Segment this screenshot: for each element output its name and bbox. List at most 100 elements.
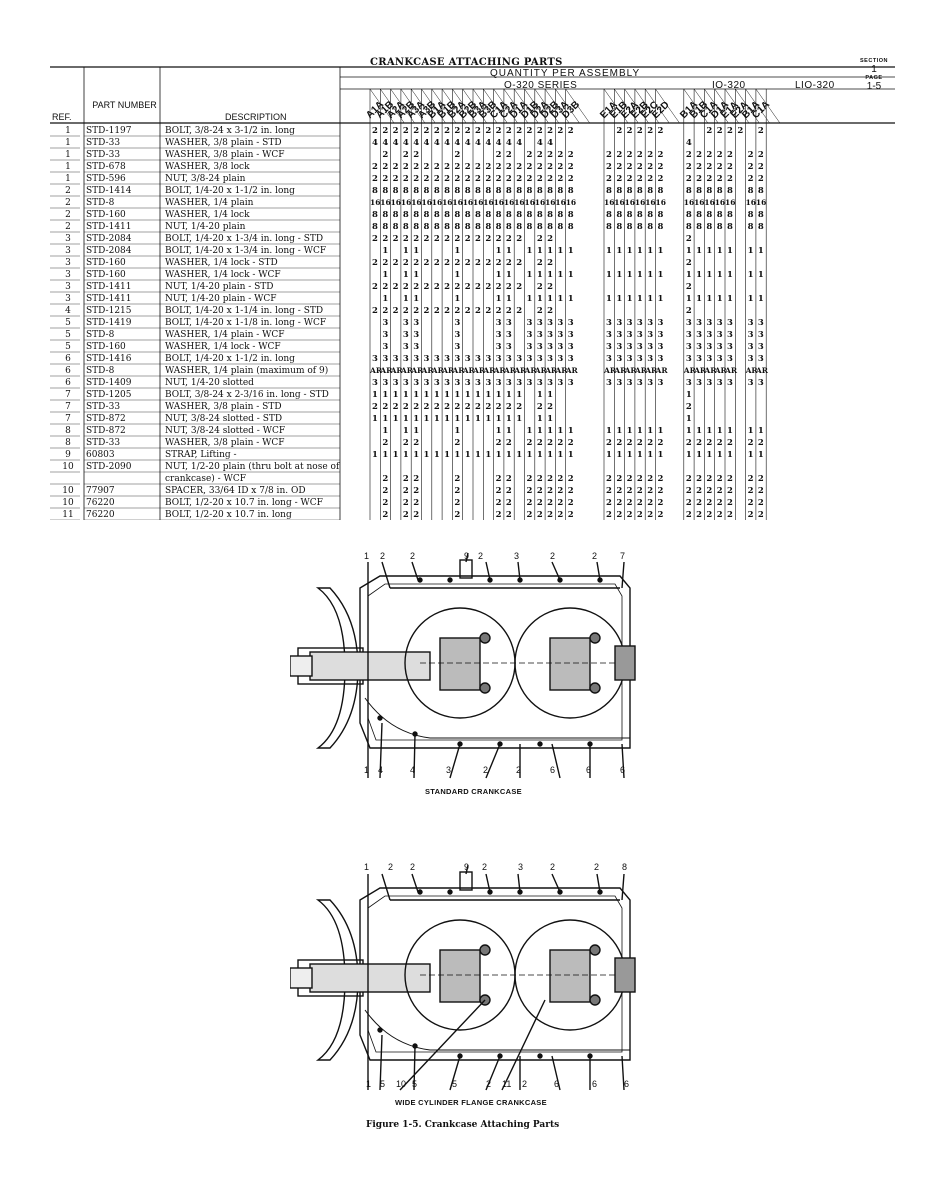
quantity-cell: 2: [372, 258, 378, 268]
ref-cell: 1: [65, 138, 71, 148]
quantity-cell: 8: [547, 222, 554, 232]
grid-line: [544, 88, 570, 124]
quantity-cell: 2: [716, 126, 723, 136]
quantity-cell: 1: [526, 450, 533, 460]
quantity-cell: 1: [372, 450, 378, 460]
quantity-cell: 2: [516, 282, 523, 292]
quantity-cell: 2: [626, 174, 633, 184]
description-cell: BOLT, 3/8-24 x 3-1/2 in. long: [165, 126, 295, 136]
quantity-cell: 3: [647, 354, 654, 364]
quantity-cell: 1: [626, 270, 633, 280]
quantity-cell: 2: [547, 306, 554, 316]
quantity-cell: 2: [526, 126, 533, 136]
quantity-cell: 8: [516, 186, 523, 196]
quantity-cell: 8: [716, 186, 723, 196]
quantity-cell: 16: [431, 198, 443, 207]
quantity-cell: 3: [567, 354, 574, 364]
quantity-cell: 2: [636, 126, 643, 136]
callout-number: 3: [514, 551, 520, 561]
quantity-cell: 1: [616, 246, 623, 256]
quantity-cell: 3: [402, 330, 409, 340]
quantity-cell: 2: [495, 282, 502, 292]
quantity-cell: 4: [464, 138, 471, 148]
grid-line: [655, 88, 680, 124]
quantity-cell: 3: [536, 318, 543, 328]
quantity-cell: 1: [526, 246, 533, 256]
quantity-cell: 3: [606, 342, 612, 352]
quantity-cell: 2: [485, 258, 492, 268]
quantity-cell: 2: [392, 306, 399, 316]
quantity-cell: 1: [557, 426, 564, 436]
callout-number: 2: [380, 551, 386, 561]
quantity-cell: 3: [526, 342, 533, 352]
quantity-cell: 2: [454, 510, 461, 520]
quantity-cell: 16: [483, 198, 494, 207]
callout-number: 2: [550, 551, 556, 561]
grid-line: [714, 88, 739, 124]
quantity-cell: 3: [536, 378, 543, 388]
quantity-cell: 2: [402, 438, 409, 448]
grid-line: [503, 88, 529, 124]
parts-table-grid: [50, 66, 895, 520]
quantity-cell: 2: [454, 150, 461, 160]
quantity-cell: 2: [392, 258, 399, 268]
quantity-cell: 2: [727, 126, 733, 136]
quantity-cell: 4: [372, 138, 378, 148]
quantity-cell: 1: [516, 414, 523, 424]
description-cell: WASHER, 3/8 lock: [165, 162, 250, 172]
quantity-cell: 2: [433, 402, 440, 412]
page-value: 1-5: [866, 81, 882, 92]
quantity-cell: 2: [547, 474, 554, 484]
quantity-cell: 4: [536, 138, 543, 148]
description-cell: BOLT, 3/8-24 x 2-3/16 in. long - STD: [165, 390, 329, 400]
part-number-cell: STD-8: [86, 330, 115, 340]
quantity-cell: 2: [495, 474, 502, 484]
quantity-cell: 2: [657, 438, 664, 448]
quantity-cell: 3: [505, 378, 512, 388]
part-number-cell: STD-1419: [86, 318, 132, 328]
quantity-cell: 8: [402, 186, 409, 196]
quantity-cell: 2: [505, 486, 512, 496]
quantity-cell: 4: [382, 138, 389, 148]
quantity-cell: 8: [454, 210, 461, 220]
quantity-cell: 3: [757, 330, 764, 340]
quantity-cell: 3: [495, 378, 502, 388]
quantity-cell: 3: [716, 318, 723, 328]
quantity-cell: 2: [423, 162, 430, 172]
standard-crankcase-drawing: [290, 552, 636, 779]
quantity-cell: 3: [636, 354, 643, 364]
quantity-cell: 1: [747, 294, 754, 304]
quantity-cell: AR: [503, 366, 516, 375]
quantity-cell: 3: [557, 330, 564, 340]
description-cell: WASHER, 1/4 lock - WCF: [165, 270, 281, 280]
callout-number: 4: [410, 765, 416, 775]
quantity-cell: 2: [413, 162, 420, 172]
grid-line: [441, 88, 467, 124]
quantity-cell: 2: [423, 306, 430, 316]
quantity-cell: 2: [402, 126, 409, 136]
quantity-cell: 3: [716, 354, 723, 364]
quantity-cell: 3: [606, 354, 612, 364]
quantity-cell: 2: [505, 174, 512, 184]
quantity-cell: 2: [475, 234, 481, 244]
ref-cell: 3: [65, 246, 71, 256]
quantity-cell: 1: [606, 246, 612, 256]
quantity-cell: 2: [616, 126, 623, 136]
ref-cell: 6: [65, 378, 71, 388]
quantity-cell: 3: [402, 318, 409, 328]
quantity-cell: 2: [696, 162, 703, 172]
quantity-cell: 8: [413, 222, 420, 232]
quantity-cell: 2: [485, 234, 492, 244]
part-number-cell: 76220: [86, 510, 115, 520]
callout-number: 2: [522, 1079, 528, 1089]
callout-number: 5: [380, 1079, 386, 1089]
quantity-cell: 1: [413, 246, 420, 256]
quantity-cell: 2: [454, 126, 461, 136]
quantity-cell: 3: [626, 342, 633, 352]
series-lio320: LIO-320: [795, 80, 835, 91]
quantity-cell: 2: [557, 150, 564, 160]
quantity-cell: 3: [727, 354, 733, 364]
quantity-cell: 8: [392, 222, 399, 232]
quantity-cell: 2: [706, 150, 713, 160]
quantity-cell: 3: [423, 378, 430, 388]
